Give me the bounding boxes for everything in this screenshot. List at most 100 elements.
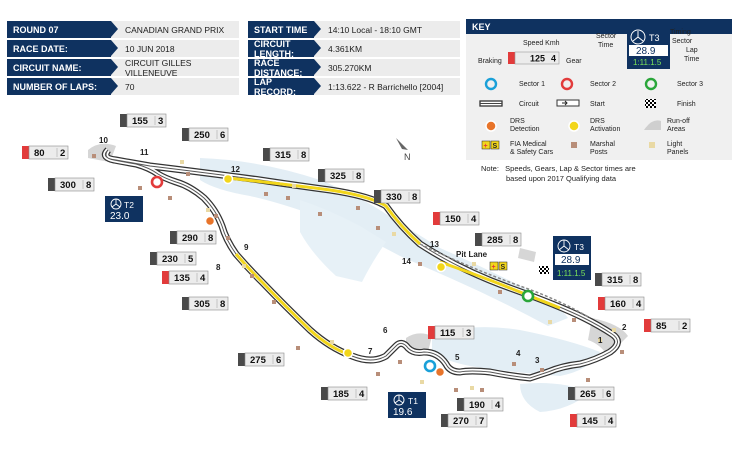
gear-value: 6 (606, 389, 611, 400)
gear-value: 4 (495, 400, 501, 411)
sector-badge-t1: T1 19.6 (388, 392, 426, 418)
info-value-start-time: 14:10 Local - 18:10 GMT (314, 21, 460, 38)
speed-box-strip (595, 273, 602, 286)
fia-medical-marker: + S (489, 261, 508, 271)
info-row-race-date: RACE DATE: 10 JUN 2018 (7, 40, 239, 57)
svg-text:N: N (404, 152, 411, 162)
speed-box-bg (380, 189, 421, 204)
key-lap-label-2: Time (684, 56, 699, 63)
speed-value: 305 (194, 299, 211, 310)
note-text: Note: Speeds, Gears, Lap & Sector times … (481, 164, 636, 184)
speed-value: 290 (182, 233, 198, 244)
speed-box: 250 6 (182, 127, 229, 142)
speed-value: 150 (445, 214, 461, 225)
key-fia-2: & Safety Cars (510, 149, 554, 156)
gear-value: 8 (86, 180, 91, 191)
turn-13: 13 (430, 240, 439, 249)
key-marshal-2: Posts (590, 149, 608, 156)
speed-box-bg (188, 296, 229, 311)
braking-indicator (22, 146, 29, 159)
key-timing-badge: T3 28.9 1:11.1.5 (627, 26, 670, 69)
info-value-lap-record: 1:13.622 - R Barrichello [2004] (314, 78, 460, 95)
gear-value: 8 (356, 171, 361, 182)
speed-box-strip (120, 114, 127, 127)
key-contents: Speed Kmh Braking Gear 125 4 Sector Time… (478, 26, 703, 156)
braking-indicator (598, 297, 605, 310)
key-lap-label-1: Lap (686, 47, 698, 54)
braking-indicator (644, 319, 651, 332)
speed-value: 80 (34, 148, 45, 159)
speed-box-strip (568, 387, 575, 400)
key-start: Start (590, 101, 605, 108)
key-badge-sector: T3 (649, 33, 660, 43)
speed-value: 185 (333, 389, 350, 400)
badge-t1-time: 19.6 (393, 407, 413, 418)
key-sector2: Sector 2 (590, 81, 616, 88)
speed-box-strip (48, 178, 55, 191)
sector2-icon (560, 77, 574, 91)
fia-medical-icon: + S (481, 140, 500, 150)
info-row-round: ROUND 07 CANADIAN GRAND PRIX (7, 21, 239, 38)
speed-box-bg (434, 325, 475, 340)
speed-value: 160 (610, 299, 626, 310)
gear-value: 5 (188, 254, 194, 265)
speed-box-bg (447, 413, 488, 428)
sector1-marker (423, 359, 437, 373)
gear-value: 4 (359, 389, 365, 400)
turn-9: 9 (244, 243, 249, 252)
speed-box-bg (601, 272, 642, 287)
badge-t3-lap: 1:11.1.5 (557, 269, 586, 278)
info-value-circuit-length: 4.361KM (314, 40, 460, 57)
info-value-race-distance: 305.270KM (314, 59, 460, 76)
speed-box-bg (54, 177, 95, 192)
key-sector-time-label-1: Sector (596, 33, 617, 40)
braking-indicator (428, 326, 435, 339)
marshal-post-icon (571, 142, 577, 148)
speed-value: 315 (607, 275, 624, 286)
info-row-laps: NUMBER OF LAPS: 70 (7, 78, 239, 95)
speed-box-bg (576, 413, 617, 428)
speed-value: 85 (656, 321, 667, 332)
gear-value: 8 (208, 233, 213, 244)
gear-value: 4 (636, 299, 642, 310)
gear-value: 6 (220, 130, 225, 141)
info-label-circuit-name: CIRCUIT NAME: (7, 59, 118, 76)
speed-value: 250 (194, 130, 210, 141)
speed-box-bg (463, 397, 504, 412)
braking-indicator (433, 212, 440, 225)
speed-box-strip (170, 231, 177, 244)
speed-value: 155 (132, 116, 149, 127)
gear-value: 4 (200, 273, 206, 284)
speed-box-bg (156, 251, 197, 266)
pit-lane-label: Pit Lane (456, 250, 488, 259)
basin-area (200, 158, 600, 412)
key-circuit: Circuit (519, 101, 539, 108)
svg-text:+: + (492, 264, 496, 271)
speed-value: 285 (487, 235, 504, 246)
gear-value: 2 (60, 148, 65, 159)
key-light-1: Light (667, 141, 682, 148)
turn-10: 10 (99, 136, 108, 145)
drs-activation-marker-2 (435, 261, 447, 273)
light-panel-icon (649, 142, 655, 148)
drs-activation-marker-3 (342, 347, 354, 359)
gear-value: 8 (220, 299, 225, 310)
speed-value: 330 (386, 192, 402, 203)
info-label-round: ROUND 07 (7, 21, 118, 38)
turn-5: 5 (455, 353, 460, 362)
info-label-lap-record: LAP RECORD: (248, 77, 321, 97)
runoff-area-icon (644, 120, 661, 130)
speed-box-bg (176, 230, 217, 245)
sector-badge-t2: T2 23.0 (105, 196, 143, 222)
note-line-1: Note: Speeds, Gears, Lap & Sector times … (481, 164, 636, 173)
key-finish: Finish (677, 101, 696, 108)
speed-box: 305 8 (182, 296, 229, 311)
light-panels (180, 160, 616, 390)
